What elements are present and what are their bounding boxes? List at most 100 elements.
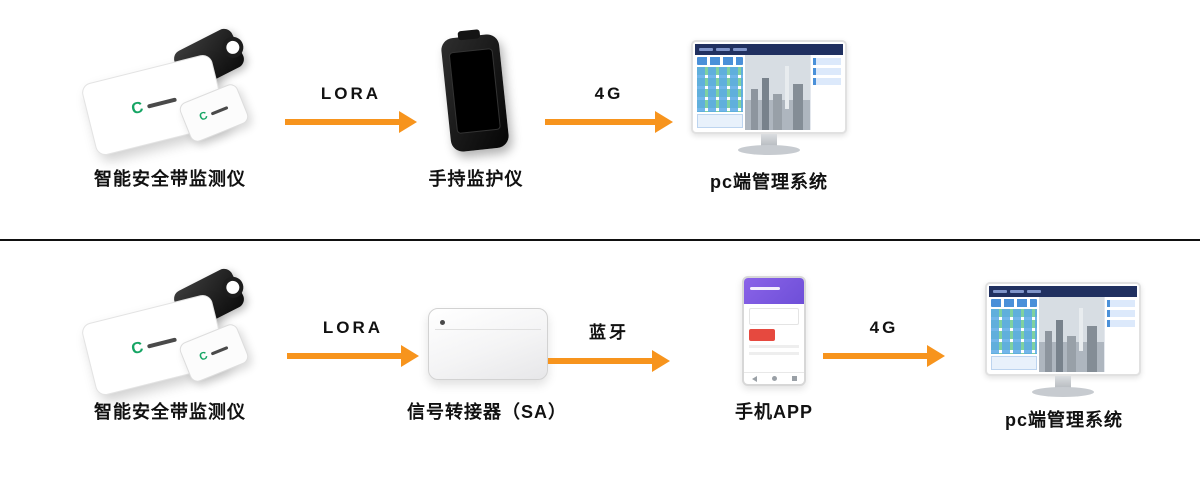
panel-list-item [813, 78, 841, 85]
dashboard-button-row [697, 57, 744, 65]
phone-app-label: 手机APP [734, 402, 813, 422]
monitor-screen-topbar [695, 44, 843, 55]
monitor-screen [695, 44, 843, 130]
handheld-screen [448, 47, 501, 135]
dashboard-calendar [697, 114, 744, 128]
brand-logo-bar [210, 105, 229, 116]
arrow-bluetooth-label: 蓝牙 [589, 323, 629, 342]
dashboard-city-image [745, 55, 811, 130]
panel-list-item [813, 58, 841, 65]
arrow-head [927, 345, 945, 367]
brand-logo-mark: C [129, 338, 146, 359]
arrow-head [652, 350, 670, 372]
brand-logo-mark: C [197, 349, 210, 364]
arrow-right-icon [545, 111, 673, 133]
brand-logo: C [129, 332, 178, 359]
arrow-right-icon [287, 345, 419, 367]
monitor-left-panel [989, 297, 1040, 372]
adapter-seam [435, 329, 541, 330]
monitor-stand [761, 134, 777, 147]
belt-monitor-figure: C C [80, 265, 255, 400]
arrow-4g-bottom-label: 4G [869, 318, 899, 337]
arrow-right-icon [823, 345, 945, 367]
topbar-menu-dash [1010, 290, 1024, 293]
monitor-frame [691, 40, 847, 134]
panel-list-item [1107, 300, 1135, 307]
arrow-shaft [548, 358, 655, 364]
dashboard-status-grid [697, 67, 744, 112]
city-building [772, 94, 782, 130]
arrow-4g-bottom: 4G [823, 318, 945, 367]
city-building [792, 83, 804, 130]
arrow-head [655, 111, 673, 133]
monitor-screen-body [989, 297, 1137, 372]
brand-logo-bar [146, 337, 177, 349]
phone-header-title-bar [750, 287, 780, 290]
handheld-monitor-label: 手持监护仪 [428, 169, 524, 189]
panel-list-item [813, 68, 841, 75]
home-icon [771, 376, 777, 381]
monitor-right-panel [1104, 297, 1137, 372]
phone-app-figure [742, 276, 806, 386]
monitor-screen-body [695, 55, 843, 130]
brand-logo-bar [146, 97, 177, 109]
pc-monitor-figure [982, 282, 1144, 397]
brand-logo-mark: C [197, 109, 210, 124]
arrow-head [401, 345, 419, 367]
topbar-menu-dash [993, 290, 1007, 293]
city-building [762, 77, 769, 130]
phone-app-card [749, 308, 799, 325]
monitor-left-panel [695, 55, 746, 130]
city-building [1066, 336, 1076, 372]
signal-adapter-label: 信号转接器（SA） [406, 402, 567, 422]
city-tower [1079, 307, 1083, 351]
signal-adapter-figure [428, 308, 548, 380]
monitor-base [1032, 387, 1094, 397]
arrow-4g-top-label: 4G [594, 84, 624, 103]
city-tower [785, 65, 789, 109]
dashboard-city-image [1039, 297, 1105, 372]
monitor-base [738, 145, 800, 155]
phone-app-text-lines [749, 345, 799, 355]
pc-system-label: pc端管理系统 [1004, 410, 1123, 430]
arrow-head [399, 111, 417, 133]
city-building [1056, 319, 1063, 372]
brand-logo-mark: C [129, 98, 146, 119]
arrow-lora-bottom: LORA [287, 318, 419, 367]
arrow-4g-top: 4G [545, 84, 673, 133]
arrow-shaft [287, 353, 404, 359]
topbar-menu-dash [1027, 290, 1041, 293]
row-divider [0, 239, 1200, 241]
carabiner-ring-icon [218, 273, 247, 302]
panel-list-item [1107, 310, 1135, 317]
arrow-right-icon [548, 350, 670, 372]
handheld-monitor-figure [432, 29, 520, 156]
arrow-lora-bottom-label: LORA [322, 318, 384, 337]
brand-logo: C [197, 102, 230, 124]
arrow-shaft [285, 119, 402, 125]
monitor-screen-topbar [989, 286, 1137, 297]
pc-system-label: pc端管理系统 [709, 172, 828, 192]
brand-logo-bar [210, 345, 229, 356]
city-building [1044, 330, 1053, 372]
monitor-right-panel [810, 55, 843, 130]
belt-monitor-figure: C C [80, 25, 255, 160]
monitor-screen [989, 286, 1137, 372]
phone-app-red-button [749, 329, 775, 341]
arrow-lora-top: LORA [285, 84, 417, 133]
arrow-bluetooth: 蓝牙 [548, 318, 670, 372]
phone-nav-bar [744, 372, 804, 384]
topbar-menu-dash [716, 48, 730, 51]
topbar-menu-dash [733, 48, 747, 51]
recent-apps-icon [791, 376, 797, 381]
arrow-lora-top-label: LORA [320, 84, 382, 103]
city-building [1086, 325, 1098, 372]
arrow-shaft [823, 353, 930, 359]
handheld-antenna [457, 29, 481, 41]
brand-logo: C [129, 92, 178, 119]
carabiner-ring-icon [218, 33, 247, 62]
pc-monitor-figure [688, 40, 850, 155]
belt-monitor-label: 智能安全带监测仪 [94, 169, 246, 189]
back-icon [751, 375, 757, 382]
